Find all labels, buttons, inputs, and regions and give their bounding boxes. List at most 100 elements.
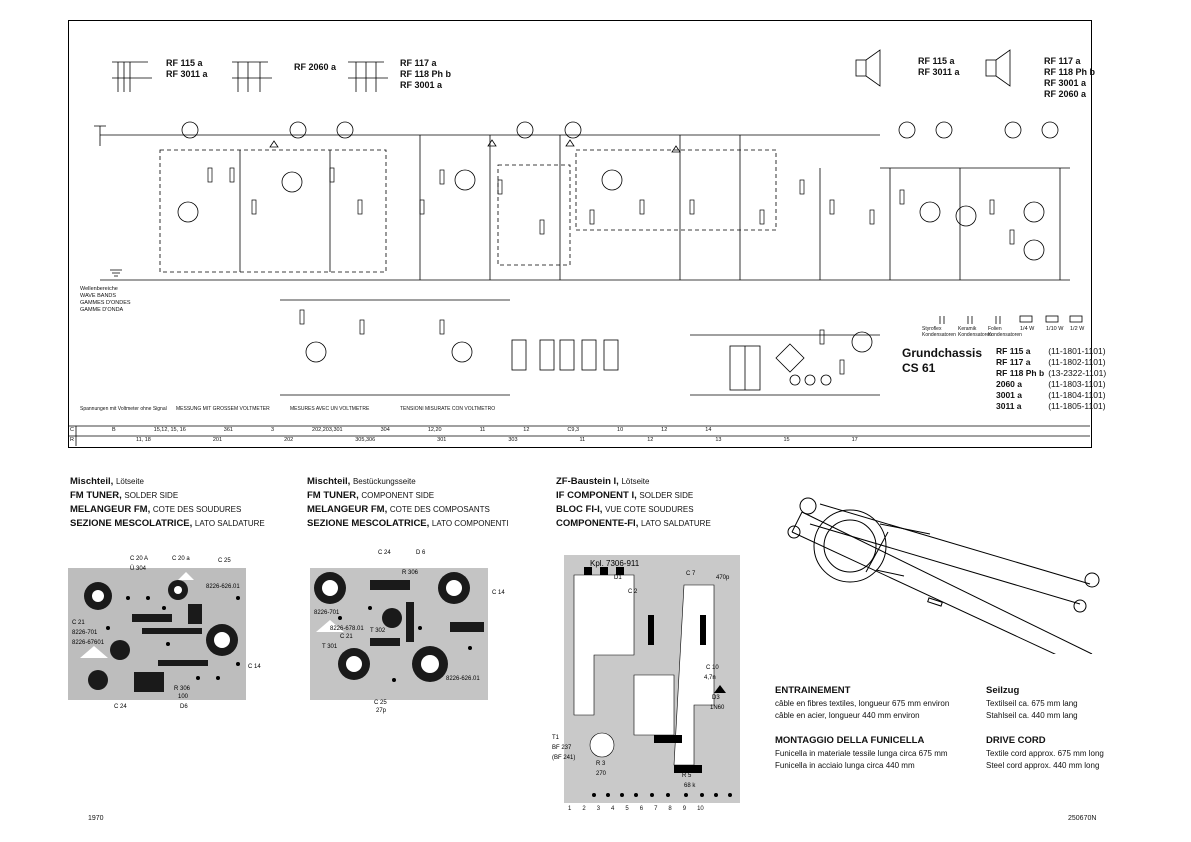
chassis-table: RF 115 a(11-1801-1101) RF 117 a(11-1802-… bbox=[994, 346, 1108, 412]
pcb-trace-drawing bbox=[68, 568, 246, 700]
header-line: SEZIONE MESCOLATRICE, LATO SALDATURE bbox=[70, 518, 265, 529]
model-label: RF 115 a bbox=[166, 58, 203, 68]
pcb-label: 8226-701 bbox=[72, 630, 98, 636]
pcb-label: C 2 bbox=[628, 589, 638, 595]
header-line: Mischteil, Lötseite bbox=[70, 476, 144, 487]
zf-pin-row: 1 2 3 4 5 6 7 8 9 10 bbox=[568, 806, 704, 812]
pcb-label: T 301 bbox=[322, 644, 338, 650]
measure-note-1: Spannungen mit Voltmeter ohne Signal bbox=[80, 406, 167, 412]
pcb-label: 4,7n bbox=[704, 675, 716, 681]
band-labels: Wellenbereiche WAVE BANDS GAMMES D'ONDES… bbox=[80, 286, 131, 313]
header-line: SEZIONE MESCOLATRICE, LATO COMPONENTI bbox=[307, 518, 509, 529]
pcb-label: C 14 bbox=[492, 590, 505, 596]
header-line: Mischteil, Bestückungsseite bbox=[307, 476, 416, 487]
pcb-label: (BF 241) bbox=[552, 755, 576, 761]
pcb-label: 8226-701 bbox=[314, 610, 340, 616]
pcb-label: D3 bbox=[712, 695, 720, 701]
model-list-a: RF 115 a RF 3011 a bbox=[166, 58, 208, 80]
pcb-label: C 25 bbox=[218, 558, 231, 564]
mischteil-solder-header: Mischteil, Lötseite FM TUNER, SOLDER SID… bbox=[70, 475, 265, 531]
pcb-label: 470p bbox=[716, 575, 730, 581]
pcb-label: 8226-67601 bbox=[72, 640, 105, 646]
pcb-label: T 302 bbox=[370, 628, 386, 634]
pcb-label: R 306 bbox=[174, 686, 191, 692]
seilzug-line: Stahlseil ca. 440 mm lang bbox=[986, 711, 1078, 720]
drive-cord-title: DRIVE CORD bbox=[986, 735, 1046, 746]
measure-note-2: MESSUNG MIT GROSSEM VOLTMETER bbox=[176, 406, 270, 412]
pcb-label: R 5 bbox=[682, 773, 692, 779]
pin-number: 7 bbox=[654, 806, 658, 812]
pcb-label: C 10 bbox=[706, 665, 719, 671]
model-list-b: RF 2060 a bbox=[294, 62, 336, 73]
model-label: RF 118 Ph b bbox=[1044, 67, 1096, 77]
model-label: RF 117 a bbox=[1044, 56, 1081, 66]
header-line: IF COMPONENT I, SOLDER SIDE bbox=[556, 490, 694, 501]
pcb-label: R 306 bbox=[402, 570, 419, 576]
legend-keramik: Keramik Kondensatoren bbox=[958, 326, 992, 338]
pin-number: 8 bbox=[668, 806, 672, 812]
chassis-title: Grundchassis CS 61 bbox=[902, 346, 983, 375]
zf-solder-header: ZF-Baustein I, Lötseite IF COMPONENT I, … bbox=[556, 475, 711, 531]
chassis-row: RF 117 a(11-1802-1101) bbox=[996, 357, 1106, 367]
drive-cord-line: Textile cord approx. 675 mm long bbox=[986, 749, 1104, 758]
pcb-label: 68 k bbox=[684, 783, 696, 789]
entrainement-line: câble en fibres textiles, longueur 675 m… bbox=[775, 699, 950, 708]
drive-cord-line: Steel cord approx. 440 mm long bbox=[986, 761, 1100, 770]
header-line: BLOC FI-I, VUE COTE SOUDURES bbox=[556, 504, 694, 515]
pcb-label: R 3 bbox=[596, 761, 606, 767]
model-label: RF 3011 a bbox=[918, 67, 960, 77]
model-label: RF 3001 a bbox=[1044, 78, 1087, 88]
legend-styroflex: Styroflex Kondensatoren bbox=[922, 326, 956, 338]
pin-number: 3 bbox=[596, 806, 601, 812]
model-label: RF 2060 a bbox=[294, 62, 337, 72]
pcb-label: BF 237 bbox=[552, 745, 572, 751]
pcb-label: 8226-678.01 bbox=[330, 626, 364, 632]
pcb-label: D 6 bbox=[416, 550, 426, 556]
model-label: RF 115 a bbox=[918, 56, 955, 66]
entrainement-title: ENTRAINEMENT bbox=[775, 685, 851, 696]
model-label: RF 2060 a bbox=[1044, 89, 1087, 99]
pcb-label: D6 bbox=[180, 704, 188, 710]
speaker-model-list-a: RF 115 a RF 3011 a bbox=[918, 56, 960, 78]
pcb-label: 270 bbox=[596, 771, 607, 777]
model-list-c: RF 117 a RF 118 Ph b RF 3001 a bbox=[400, 58, 451, 91]
header-line: MELANGEUR FM, COTE DES SOUDURES bbox=[70, 504, 242, 515]
pcb-mischteil-component: C 24 D 6 R 306 C 14 8226-701 8226-678.01… bbox=[310, 550, 505, 714]
model-label: RF 118 Ph b bbox=[400, 69, 452, 79]
pcb-label: Ü 304 bbox=[130, 566, 147, 572]
montaggio-block: MONTAGGIO DELLA FUNICELLA Funicella in m… bbox=[775, 734, 948, 772]
entrainement-block: ENTRAINEMENT câble en fibres textiles, l… bbox=[775, 684, 949, 722]
pcb-label: 8226-626.01 bbox=[206, 584, 240, 590]
chassis-row: 3001 a(11-1804-1101) bbox=[996, 390, 1106, 400]
model-label: RF 117 a bbox=[400, 58, 437, 68]
footer-year: 1970 bbox=[88, 815, 104, 822]
pin-number: 2 bbox=[582, 806, 586, 812]
entrainement-line: câble en acier, longueur 440 mm environ bbox=[775, 711, 920, 720]
pin-number: 9 bbox=[682, 806, 687, 812]
pcb-label: C 21 bbox=[340, 634, 353, 640]
legend-tenth-watt: 1/10 W bbox=[1046, 326, 1064, 332]
pcb-label: 8226-626.01 bbox=[446, 676, 480, 682]
pcb-label: C 21 bbox=[72, 620, 85, 626]
header-line: FM TUNER, SOLDER SIDE bbox=[70, 490, 179, 501]
pin-number: 5 bbox=[625, 806, 629, 812]
pcb-trace-drawing bbox=[564, 555, 740, 803]
montaggio-title: MONTAGGIO DELLA FUNICELLA bbox=[775, 735, 925, 746]
pcb-label: 27p bbox=[376, 708, 387, 714]
pcb-label: C 25 bbox=[374, 700, 387, 706]
chassis-row: 2060 a(11-1803-1101) bbox=[996, 379, 1106, 389]
drive-cord-block: DRIVE CORD Textile cord approx. 675 mm l… bbox=[986, 734, 1104, 772]
seilzug-block: Seilzug Textilseil ca. 675 mm lang Stahl… bbox=[986, 684, 1078, 722]
pcb-label: 1N60 bbox=[710, 705, 725, 711]
measure-note-4: TENSIONI MISURATE CON VOLTMETRO bbox=[400, 406, 496, 412]
header-line: COMPONENTE-FI, LATO SALDATURE bbox=[556, 518, 711, 529]
seilzug-line: Textilseil ca. 675 mm lang bbox=[986, 699, 1078, 708]
schematic-frame bbox=[68, 20, 1092, 448]
header-line: FM TUNER, COMPONENT SIDE bbox=[307, 490, 435, 501]
mischteil-component-header: Mischteil, Bestückungsseite FM TUNER, CO… bbox=[307, 475, 509, 531]
chassis-row: RF 115 a(11-1801-1101) bbox=[996, 346, 1106, 356]
montaggio-line: Funicella in materiale tessile lunga cir… bbox=[775, 749, 948, 758]
pcb-label: 100 bbox=[178, 694, 189, 700]
pin-number: 10 bbox=[697, 806, 704, 812]
